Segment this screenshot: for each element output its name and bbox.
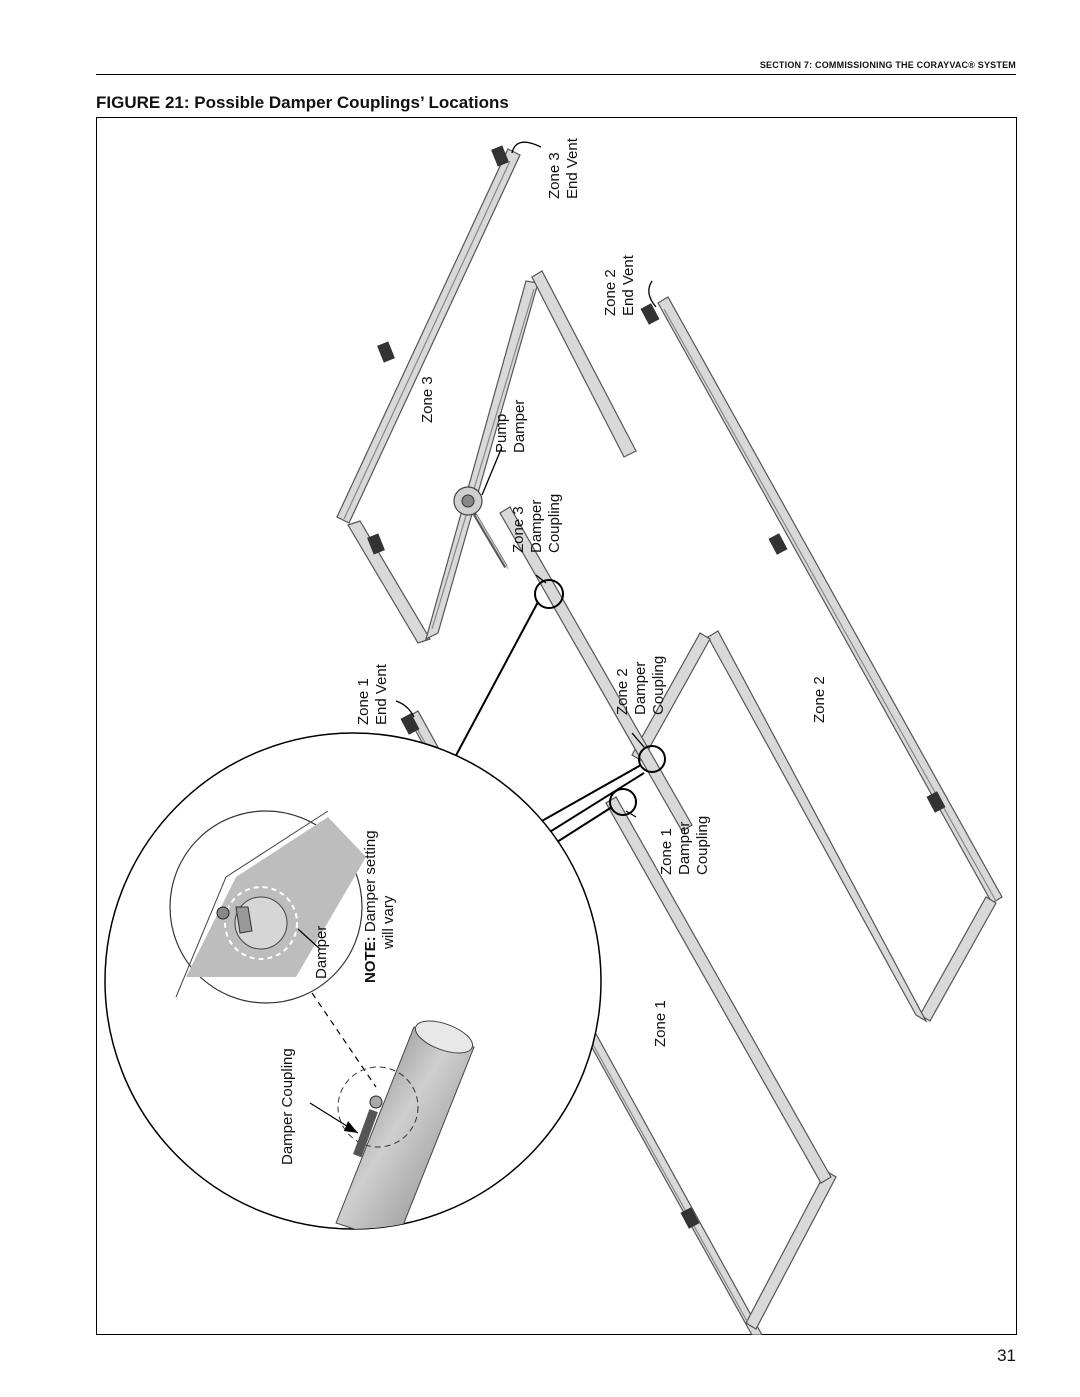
svg-text:Zone 3 End Vent: Zone 3 End Vent [546,137,581,199]
zone2-heater-bottom [926,791,946,813]
zone3-coupling-marker [534,579,564,609]
header-rule [96,74,1016,75]
label-pump-damper: Damper [511,400,528,453]
label-zone1-coupling-3: Coupling [694,816,711,875]
label-zone3-coupling-1: Zone 3 [510,506,527,553]
label-zone1-end-vent-1: Zone 1 [355,678,372,725]
label-zone2-coupling-2: Damper [632,662,649,715]
svg-text:Zone 2 Damper Coupling: Zone 2 Damper Coupling [614,656,667,715]
svg-text:Pump Damper: Pump Damper [493,400,528,453]
label-zone3-end-vent-1: Zone 3 [546,152,563,199]
pointer-arrows [395,141,657,818]
label-zone2-end-vent-2: End Vent [620,254,637,316]
figure-frame [96,117,1017,1335]
label-damper-coupling: Damper Coupling [279,1048,296,1165]
label-zone1-coupling-2: Damper [676,822,693,875]
zone1-heater-bottom [680,1207,700,1229]
svg-text:Zone 1 End Vent: Zone 1 End Vent [355,663,390,725]
svg-text:Zone 3 Damper Coupling: Zone 3 Damper Coupling [510,494,563,553]
figure-drawing: Zone 3 End Vent Zone 2 End Vent Zone 1 E… [104,137,1003,1335]
section-header: SECTION 7: COMMISSIONING THE CORAYVAC® S… [759,60,1016,70]
svg-text:Zone 1 Damper Coupling: Zone 1 Damper Coupling [658,816,711,875]
zone2-heater-top [768,533,788,555]
zone2-loop [631,296,1003,1023]
svg-text:NOTE: Damper setting: NOTE: Damper setting will vary [362,826,397,983]
label-damper: Damper [313,926,330,979]
pump [453,486,509,570]
label-pump: Pump [493,414,510,453]
zone3-loop [336,148,637,644]
label-zone2-coupling-1: Zone 2 [614,668,631,715]
label-zone3: Zone 3 [419,376,436,423]
label-zone1-coupling-1: Zone 1 [658,828,675,875]
svg-text:Zone 2 End Vent: Zone 2 End Vent [602,254,637,316]
label-zone2-coupling-3: Coupling [650,656,667,715]
figure-title: FIGURE 21: Possible Damper Couplings’ Lo… [96,93,509,112]
label-zone3-coupling-3: Coupling [546,494,563,553]
zone3-end-vent-cap [491,145,509,167]
label-zone2: Zone 2 [811,676,828,723]
label-zone2-end-vent-1: Zone 2 [602,269,619,316]
zone2-end-vent-cap [640,303,660,325]
page-number: 31 [997,1346,1016,1365]
label-zone3-end-vent-2: End Vent [564,137,581,199]
zone3-heater-top [377,341,395,363]
zone1-end-vent-cap [400,713,420,735]
label-zone3-coupling-2: Damper [528,500,545,553]
label-note-text-1: Damper setting [362,830,379,932]
label-zone1-end-vent-2: End Vent [373,663,390,725]
label-note-text-2: will vary [380,895,397,950]
label-zone1: Zone 1 [652,1000,669,1047]
zone3-heater-bottom [367,533,385,555]
zone1-coupling-marker [609,788,637,816]
detail-inset [104,732,602,1230]
zone2-coupling-marker [638,745,666,773]
label-note-bold: NOTE: [362,936,379,983]
